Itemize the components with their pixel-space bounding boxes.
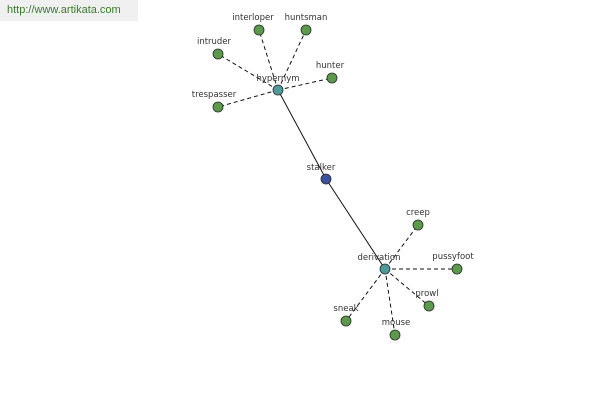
node-prowl[interactable]: prowl xyxy=(415,289,439,312)
node-label: stalker xyxy=(307,163,336,173)
node-creep[interactable]: creep xyxy=(406,208,430,231)
word-node-circle[interactable] xyxy=(423,300,435,312)
relation-node-circle[interactable] xyxy=(379,263,391,275)
node-sneak[interactable]: sneak xyxy=(333,304,359,327)
node-label: interloper xyxy=(232,13,274,23)
word-node-circle[interactable] xyxy=(389,329,401,341)
node-label: sneak xyxy=(333,304,358,314)
word-node-circle[interactable] xyxy=(212,101,224,113)
edge-derivation-creep xyxy=(384,224,419,270)
word-node-circle[interactable] xyxy=(340,315,352,327)
node-label: pussyfoot xyxy=(432,252,474,262)
node-label: intruder xyxy=(197,37,232,47)
node-pussyfoot[interactable]: pussyfoot xyxy=(432,252,474,275)
node-label: prowl xyxy=(415,289,438,299)
node-hypernym[interactable]: hypernym xyxy=(256,74,300,96)
center-node-circle[interactable] xyxy=(320,173,332,185)
node-stalker[interactable]: stalker xyxy=(307,163,336,185)
node-label: trespasser xyxy=(192,90,237,100)
word-node-circle[interactable] xyxy=(412,219,424,231)
word-node-circle[interactable] xyxy=(300,24,312,36)
node-trespasser[interactable]: trespasser xyxy=(192,90,237,113)
node-intruder[interactable]: intruder xyxy=(197,37,232,60)
node-label: mouse xyxy=(382,318,411,328)
word-node-circle[interactable] xyxy=(326,72,338,84)
edge-hypernym-intruder xyxy=(217,53,279,91)
node-hunter[interactable]: hunter xyxy=(316,61,345,84)
edge-hypernym-interloper xyxy=(258,29,279,91)
nodes-layer: interloper huntsman intruder hunter trespass… xyxy=(192,13,474,341)
edges-layer xyxy=(217,29,457,336)
word-node-circle[interactable] xyxy=(451,263,463,275)
edge-stalker-derivation xyxy=(325,178,386,270)
node-label: hunter xyxy=(316,61,345,71)
word-node-circle[interactable] xyxy=(253,24,265,36)
node-mouse[interactable]: mouse xyxy=(382,318,411,341)
edge-hypernym-hunter xyxy=(277,77,333,91)
edge-stalker-hypernym xyxy=(277,89,327,180)
edge-hypernym-trespasser xyxy=(217,89,279,108)
edge-derivation-prowl xyxy=(384,268,430,307)
node-label: derivation xyxy=(357,253,400,263)
watermark-link[interactable]: http://www.artikata.com xyxy=(0,0,138,21)
node-huntsman[interactable]: huntsman xyxy=(285,13,328,36)
node-label: hypernym xyxy=(256,74,299,84)
relation-node-circle[interactable] xyxy=(272,84,284,96)
node-label: creep xyxy=(406,208,430,218)
node-interloper[interactable]: interloper xyxy=(232,13,274,36)
node-derivation[interactable]: derivation xyxy=(357,253,401,275)
edge-derivation-sneak xyxy=(345,268,386,322)
word-node-circle[interactable] xyxy=(212,48,224,60)
node-label: huntsman xyxy=(285,13,328,23)
